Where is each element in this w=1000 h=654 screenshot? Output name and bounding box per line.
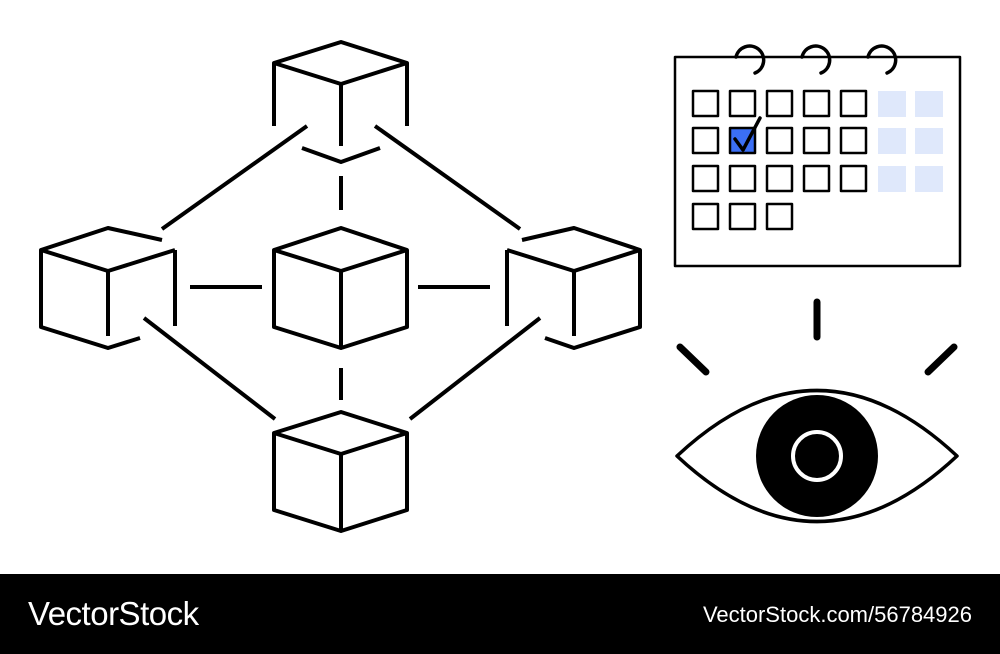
cube-right [505,226,642,350]
connection-top-left [160,124,309,231]
network-connections [142,124,542,421]
eye-outline [675,388,959,524]
checkmark-icon [733,116,762,152]
calendar-rings [734,44,898,75]
cube-center [272,226,409,350]
watermark-brand: VectorStock [28,595,199,632]
cube-left [39,226,177,350]
eye-pupil-ring [791,430,843,482]
calendar-icon [673,44,962,268]
cube-bottom [272,410,409,533]
illustration [39,40,962,533]
calendar-day-grid [691,89,868,231]
watermark-footer: VectorStock VectorStock.com/56784926 [0,574,1000,654]
connection-bottom-right [408,316,542,421]
connection-bottom-left [142,316,277,421]
eye-icon [675,298,959,524]
eye-rays [676,298,958,376]
calendar-sheet [673,55,962,268]
calendar-weekend-cells [878,91,943,192]
cube-top [272,40,409,164]
watermark-image-id: VectorStock.com/56784926 [702,602,972,627]
blockchain-network-icon [39,40,642,533]
connection-top-right [373,124,522,231]
